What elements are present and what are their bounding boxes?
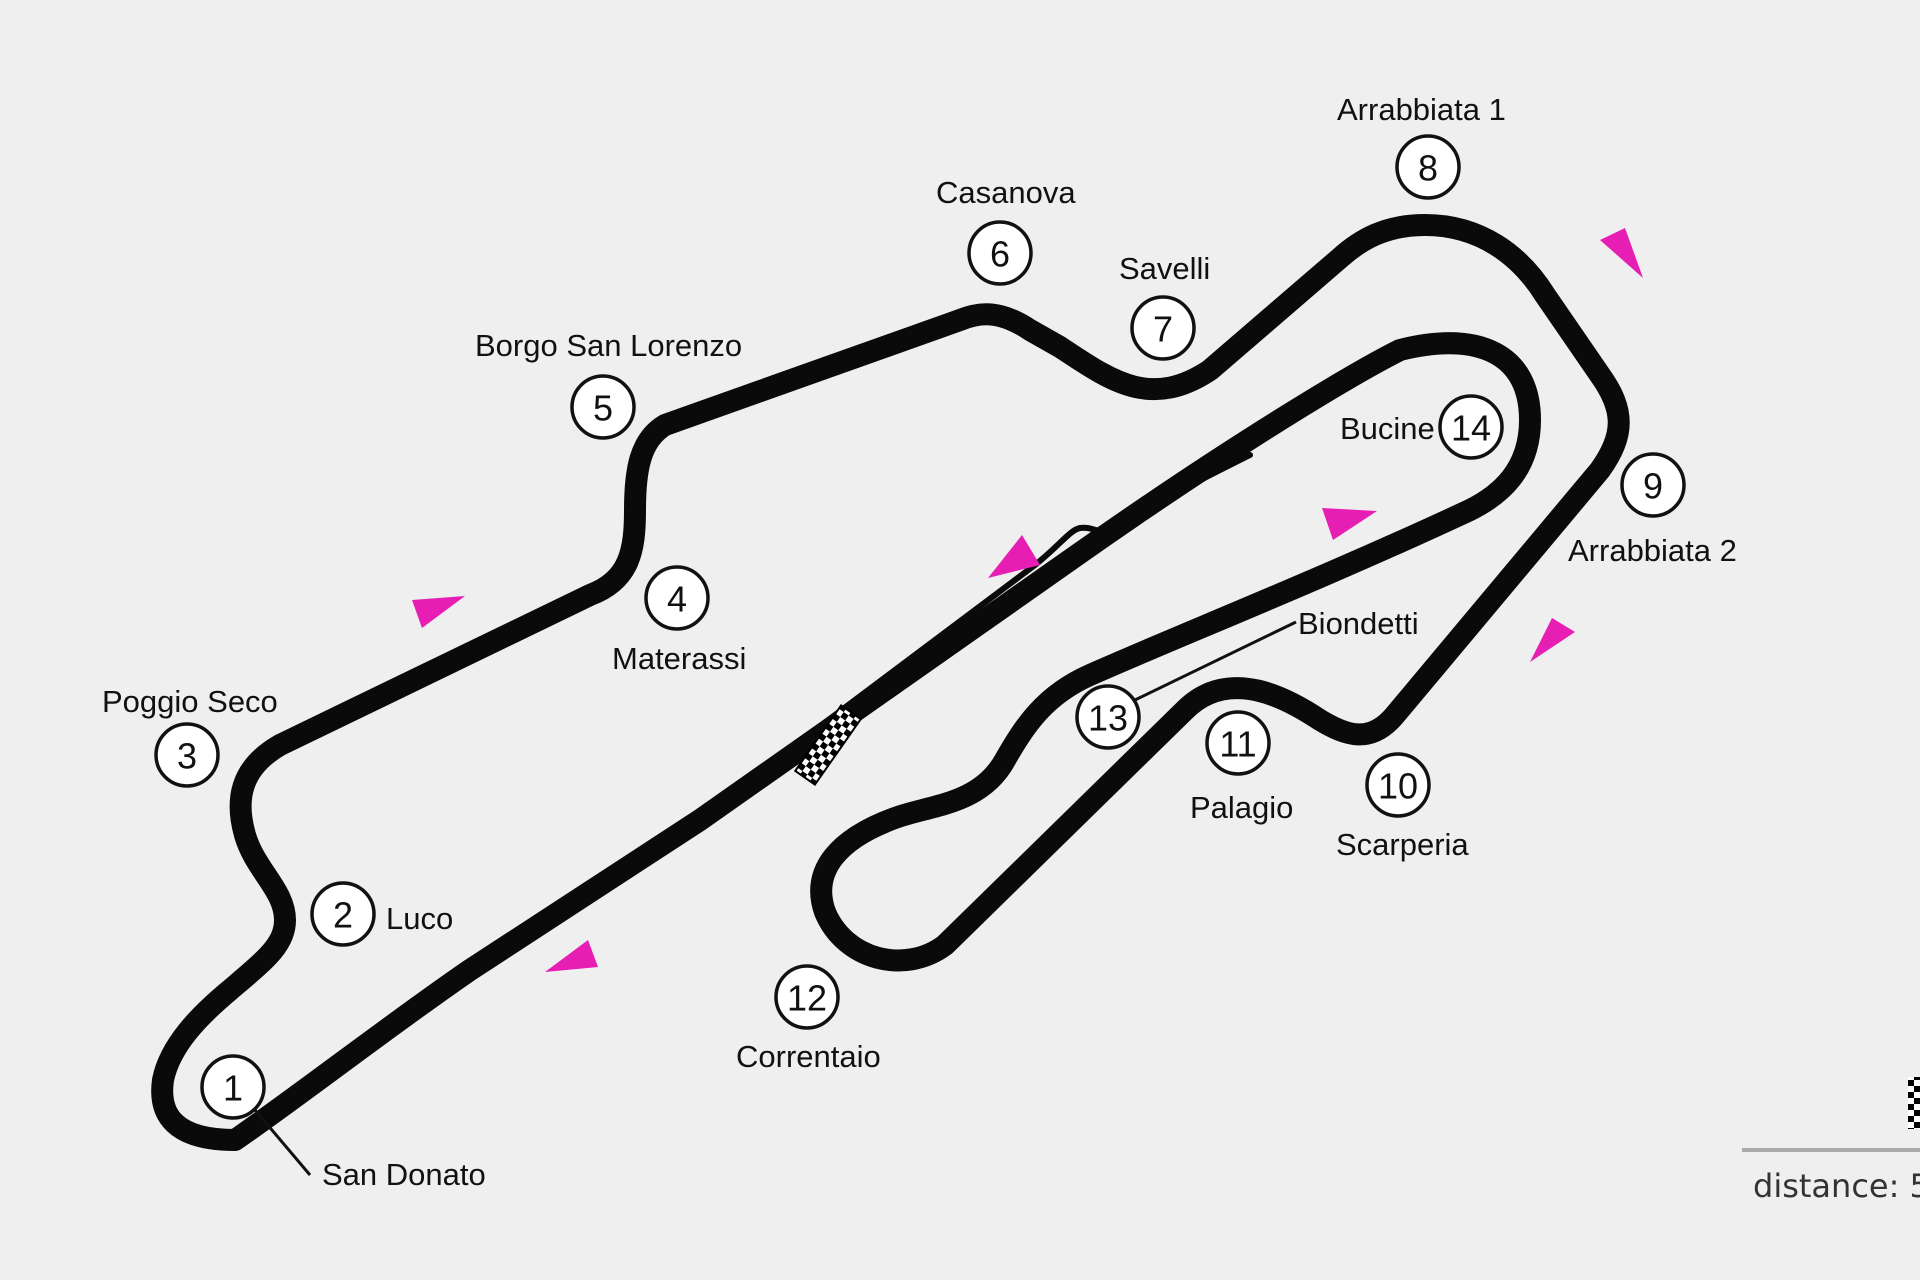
direction-arrow-icon: [545, 940, 598, 972]
corner-1-name: San Donato: [322, 1157, 486, 1192]
corner-9-badge: 9: [1620, 452, 1686, 518]
direction-arrow-icon: [1530, 618, 1575, 662]
distance-label: distance: 5: [1753, 1167, 1920, 1205]
leader-line: [1134, 620, 1297, 702]
svg-text:12: 12: [787, 978, 827, 1019]
track-outline: [151, 214, 1630, 1151]
corner-7-name: Savelli: [1119, 251, 1210, 286]
corner-13-badge: 13: [1075, 684, 1141, 750]
corner-14-badge: 14: [1438, 394, 1504, 460]
corner-7-badge: 7: [1130, 295, 1196, 361]
direction-arrow-icon: [988, 535, 1040, 578]
svg-text:14: 14: [1451, 408, 1491, 449]
svg-text:2: 2: [333, 895, 353, 936]
corner-9-name: Arrabbiata 2: [1568, 533, 1737, 568]
direction-arrow-icon: [1322, 508, 1377, 540]
svg-text:7: 7: [1153, 309, 1173, 350]
corner-5-badge: 5: [570, 374, 636, 440]
legend: distance: 5: [1742, 1077, 1920, 1205]
corner-4-badge: 4: [644, 565, 710, 631]
svg-text:13: 13: [1088, 698, 1128, 739]
leader-line: [253, 1109, 312, 1176]
corner-3-badge: 3: [154, 722, 220, 788]
corner-2-badge: 2: [310, 881, 376, 947]
direction-arrow-icon: [1600, 228, 1643, 278]
svg-text:1: 1: [223, 1068, 243, 1109]
corner-4-name: Materassi: [612, 641, 746, 676]
corner-10-name: Scarperia: [1336, 827, 1469, 862]
svg-text:6: 6: [990, 234, 1010, 275]
corner-6-name: Casanova: [936, 175, 1076, 210]
svg-text:5: 5: [593, 388, 613, 429]
corner-12-badge: 12: [774, 964, 840, 1030]
svg-text:3: 3: [177, 736, 197, 777]
svg-text:4: 4: [667, 579, 687, 620]
svg-text:9: 9: [1643, 466, 1663, 507]
direction-arrow-icon: [412, 596, 465, 628]
svg-text:8: 8: [1418, 148, 1438, 189]
corner-6-badge: 6: [967, 220, 1033, 286]
corner-10-badge: 10: [1365, 752, 1431, 818]
corner-5-name: Borgo San Lorenzo: [475, 328, 742, 363]
pit-lane: [507, 452, 1253, 948]
corner-11-badge: 11: [1205, 710, 1271, 776]
corner-2-name: Luco: [386, 901, 453, 936]
direction-arrows: [412, 228, 1643, 972]
svg-text:11: 11: [1219, 724, 1256, 765]
svg-text:10: 10: [1378, 766, 1418, 807]
corner-13-name: Biondetti: [1298, 606, 1419, 641]
legend-flag-icon: [1908, 1077, 1920, 1129]
corner-8-badge: 8: [1395, 134, 1461, 200]
corner-8-name: Arrabbiata 1: [1337, 92, 1506, 127]
corner-14-name: Bucine: [1340, 411, 1435, 446]
corner-3-name: Poggio Seco: [102, 684, 278, 719]
start-finish-line: [793, 703, 863, 787]
corner-12-name: Correntaio: [736, 1039, 881, 1074]
corner-11-name: Palagio: [1190, 790, 1293, 825]
corner-1-badge: 1: [200, 1054, 266, 1120]
